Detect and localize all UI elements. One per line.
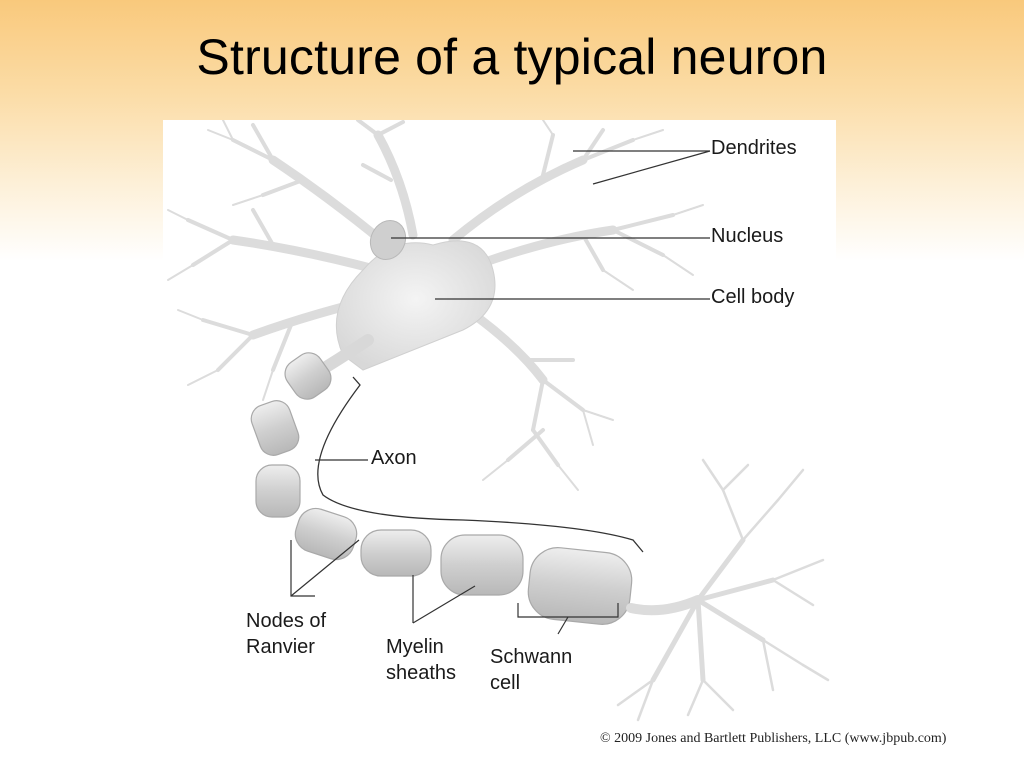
label-nucleus: Nucleus <box>711 225 784 247</box>
label-schwann-cell-line2: cell <box>490 672 521 694</box>
axon-bracket <box>317 376 644 553</box>
leader-lines <box>290 150 711 635</box>
label-schwann-cell: Schwann cell <box>490 644 572 696</box>
label-nodes-of-ranvier-line1: Nodes of <box>246 610 327 632</box>
label-nodes-of-ranvier-line2: Ranvier <box>246 636 315 658</box>
neuron-diagram: Dendrites Nucleus Cell body Axon Nodes o… <box>163 120 836 725</box>
slide-title: Structure of a typical neuron <box>196 29 828 85</box>
copyright-credit: © 2009 Jones and Bartlett Publishers, LL… <box>600 731 947 746</box>
label-nodes-of-ranvier: Nodes of Ranvier <box>246 608 326 660</box>
label-dendrites: Dendrites <box>711 137 797 159</box>
axon-terminals <box>616 458 830 722</box>
label-cell-body: Cell body <box>711 286 795 308</box>
label-myelin-sheaths-line1: Myelin <box>386 636 444 658</box>
nucleus-shape <box>369 220 407 260</box>
label-myelin-sheaths: Myelin sheaths <box>386 634 456 686</box>
cell-body <box>335 240 496 371</box>
label-myelin-sheaths-line2: sheaths <box>386 662 457 684</box>
myelin-sheaths <box>250 352 633 625</box>
label-axon: Axon <box>371 447 417 469</box>
label-schwann-cell-line1: Schwann <box>490 646 573 668</box>
neuron-illustration <box>167 120 830 722</box>
